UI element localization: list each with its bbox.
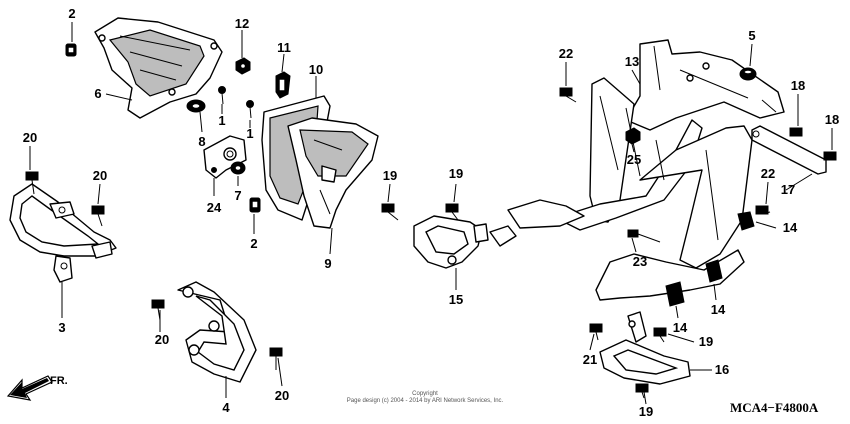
part-22-bolt-a[interactable] <box>559 87 577 103</box>
part-19-bolt-d[interactable] <box>635 383 649 399</box>
callout-7: 7 <box>234 188 241 203</box>
part-25-nut[interactable] <box>625 127 641 145</box>
callout-19: 19 <box>383 168 397 183</box>
callout-22: 22 <box>761 166 775 181</box>
callout-25: 25 <box>627 152 641 167</box>
callout-21: 21 <box>583 352 597 367</box>
callout-10: 10 <box>309 62 323 77</box>
part-14-rubber-c[interactable] <box>665 281 685 307</box>
part-17-stay[interactable] <box>751 125 827 175</box>
callout-14: 14 <box>783 220 798 235</box>
diagram-code: MCA4−F4800A <box>730 400 819 415</box>
callout-18: 18 <box>791 78 805 93</box>
part-7-collar[interactable] <box>230 161 246 175</box>
callout-16: 16 <box>715 362 729 377</box>
callout-1: 1 <box>246 126 253 141</box>
part-18-bolt-a[interactable] <box>789 127 803 137</box>
callout-12: 12 <box>235 16 249 31</box>
callout-17: 17 <box>781 182 795 197</box>
part-21-bolt[interactable] <box>589 323 603 341</box>
copyright-notice: Copyright Page design (c) 2004 - 2014 by… <box>347 391 504 404</box>
copyright-line-2: Page design (c) 2004 - 2014 by ARI Netwo… <box>347 398 504 404</box>
part-1-screw-b[interactable] <box>246 100 254 119</box>
callout-22: 22 <box>559 46 573 61</box>
part-6-cover[interactable] <box>94 17 223 119</box>
part-20-bolt-d[interactable] <box>269 347 283 370</box>
callout-20: 20 <box>275 388 289 403</box>
part-22-bolt-b[interactable] <box>755 205 771 215</box>
callout-14: 14 <box>711 302 726 317</box>
part-14-rubber-a[interactable] <box>737 211 755 231</box>
part-18-bolt-b[interactable] <box>823 151 837 161</box>
callout-6: 6 <box>94 86 101 101</box>
callout-5: 5 <box>748 28 755 43</box>
callout-19: 19 <box>699 334 713 349</box>
callout-11: 11 <box>277 40 291 55</box>
callout-20: 20 <box>93 168 107 183</box>
leader-lines <box>29 22 833 405</box>
callout-13: 13 <box>625 54 639 69</box>
part-14-rubber-b[interactable] <box>705 259 723 283</box>
part-16-guard[interactable] <box>599 311 691 385</box>
callout-2: 2 <box>68 6 75 21</box>
callout-19: 19 <box>639 404 653 419</box>
copyright-line-1: Copyright <box>412 391 438 397</box>
callout-2: 2 <box>250 236 257 251</box>
callout-23: 23 <box>633 254 647 269</box>
callout-20: 20 <box>155 332 169 347</box>
callout-1: 1 <box>218 113 225 128</box>
part-15-guard[interactable] <box>413 215 489 269</box>
part-1-screw-a[interactable] <box>218 86 226 105</box>
part-9-side-cover[interactable] <box>287 117 379 229</box>
callout-19: 19 <box>449 166 463 181</box>
callout-9: 9 <box>324 256 331 271</box>
part-5-plug[interactable] <box>739 67 757 81</box>
callout-15: 15 <box>449 292 463 307</box>
part-13-frame[interactable] <box>489 39 785 301</box>
front-arrow-label: FR. <box>50 375 68 387</box>
callout-20: 20 <box>23 130 37 145</box>
part-2-clip-top[interactable] <box>65 43 77 57</box>
callouts: 2 12 11 10 6 1 1 8 7 24 2 9 20 20 3 20 4… <box>23 6 839 419</box>
part-3-guard[interactable] <box>9 183 117 283</box>
callout-3: 3 <box>58 320 65 335</box>
callout-18: 18 <box>825 112 839 127</box>
part-20-bolt-a[interactable] <box>25 171 39 195</box>
part-19-bolt-c[interactable] <box>653 327 667 343</box>
part-20-bolt-b[interactable] <box>91 205 105 227</box>
callout-4: 4 <box>222 400 230 415</box>
part-23-bolt[interactable] <box>627 229 661 243</box>
front-arrow: FR. <box>6 375 68 401</box>
part-4-guard[interactable] <box>177 281 257 383</box>
part-11-clip[interactable] <box>275 71 291 99</box>
callout-14: 14 <box>673 320 688 335</box>
part-8-grommet[interactable] <box>186 99 206 113</box>
part-20-bolt-c[interactable] <box>151 299 165 321</box>
part-12-nut[interactable] <box>235 57 251 75</box>
part-19-bolt-b[interactable] <box>445 203 459 221</box>
part-2-clip-lower[interactable] <box>249 197 261 213</box>
callout-24: 24 <box>207 200 222 215</box>
callout-8: 8 <box>198 134 205 149</box>
part-19-bolt-a[interactable] <box>381 203 399 221</box>
